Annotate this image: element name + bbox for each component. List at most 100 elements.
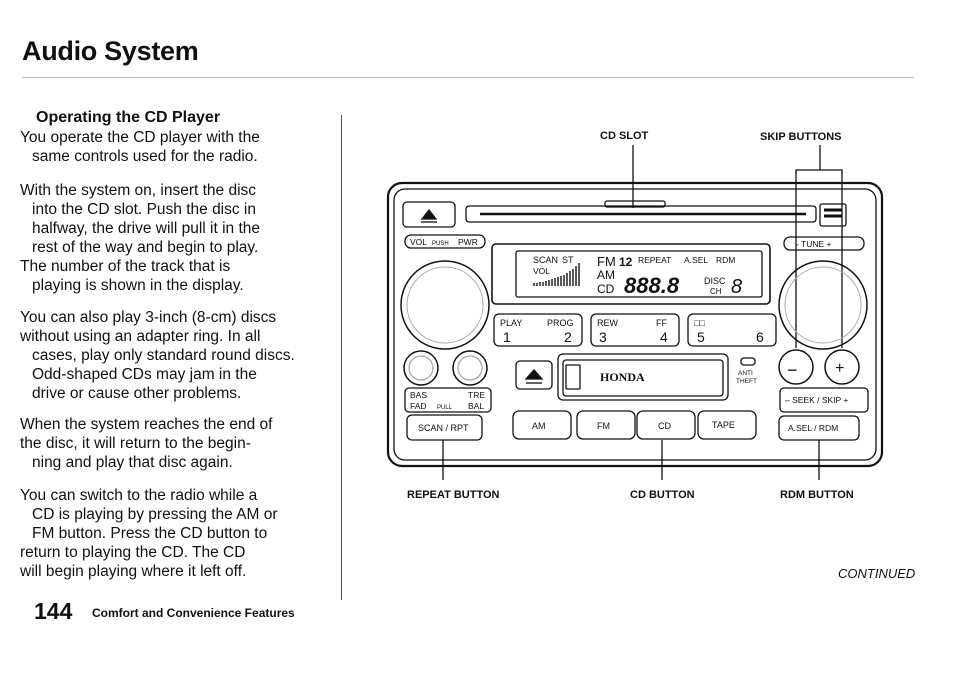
skip-plus-button — [824, 349, 860, 385]
display-cd: CD — [597, 282, 615, 296]
text-line: return to playing the CD. The CD — [20, 544, 246, 561]
preset-number: 4 — [660, 329, 668, 345]
asel-rdm-label: A.SEL / RDM — [788, 423, 838, 433]
fad-label: FAD — [410, 401, 427, 411]
honda-logo-text: HONDA — [600, 370, 645, 384]
display-am: AM — [597, 268, 615, 282]
preset-label: PROG — [547, 318, 574, 328]
callout-rdm-button: RDM BUTTON — [780, 489, 854, 501]
paragraph-1: You operate the CD player with the same … — [20, 128, 332, 166]
preset-label: REW — [597, 318, 619, 328]
preset-label: □□ — [694, 318, 705, 328]
display-scan: SCAN — [533, 255, 558, 265]
skip-minus-symbol: − — [787, 360, 798, 380]
display-window — [515, 250, 763, 298]
text-line: With the system on, insert the disc — [20, 182, 257, 199]
display-repeat: REPEAT — [638, 255, 671, 265]
title-rule — [22, 77, 914, 78]
skip-plus-symbol: + — [835, 360, 844, 377]
radio-outer-bezel — [386, 181, 884, 468]
text-line: CD is playing by pressing the AM or — [32, 506, 278, 523]
am-button — [512, 410, 572, 440]
radio-illustration: VOL PUSH PWR - TUNE + SCAN ST FM 12 REPE… — [386, 145, 884, 480]
tune-label: - TUNE + — [796, 239, 832, 249]
display-frequency: 888.8 — [624, 273, 680, 298]
text-line: halfway, the drive will pull it in the — [32, 220, 261, 237]
cd-label: CD — [658, 421, 671, 431]
vol-push-pwr-frame — [404, 234, 486, 249]
paragraph-4: When the system reaches the end of the d… — [20, 415, 332, 472]
eject-icon — [524, 369, 544, 380]
treble-balance-knob — [452, 350, 488, 386]
paragraph-2: With the system on, insert the disc into… — [20, 181, 332, 295]
text-line: will begin playing where it left off. — [20, 563, 247, 580]
text-line: into the CD slot. Push the disc in — [32, 201, 257, 218]
callout-line-skip-left — [795, 145, 821, 348]
callout-skip-buttons: SKIP BUTTONS — [760, 131, 842, 143]
cd-slot — [465, 205, 817, 223]
text-line: You operate the CD player with the — [20, 129, 260, 146]
vol-label: VOL — [410, 237, 427, 247]
tape-button — [697, 410, 757, 440]
callout-cd-slot: CD SLOT — [600, 130, 649, 142]
paragraph-5: You can switch to the radio while a CD i… — [20, 486, 332, 581]
callout-cd-button: CD BUTTON — [630, 489, 695, 501]
tape-eject-button — [515, 360, 553, 390]
footer-section-name: Comfort and Convenience Features — [92, 606, 295, 620]
tune-frame — [783, 236, 865, 251]
text-line: playing is shown in the display. — [32, 277, 244, 294]
preset-button-3-4 — [590, 313, 680, 347]
preset-number: 5 — [697, 329, 705, 345]
display-disc-number: 8 — [731, 276, 742, 298]
preset-number: 1 — [503, 329, 511, 345]
cassette-door — [557, 353, 729, 401]
seek-skip-label: – SEEK / SKIP + — [785, 395, 848, 405]
asel-rdm-button — [778, 415, 860, 441]
callout-line-skip-right — [820, 169, 843, 348]
paragraph-3: You can also play 3-inch (8-cm) discs wi… — [20, 308, 332, 403]
cd-slot-notch — [604, 200, 666, 208]
preset-number: 2 — [564, 329, 572, 345]
column-divider — [341, 115, 342, 600]
text-line: When the system reaches the end of — [20, 416, 273, 433]
text-line: The number of the track that is — [20, 258, 231, 275]
preset-number: 6 — [756, 329, 764, 345]
scan-rpt-button — [406, 414, 483, 441]
display-ch: CH — [710, 287, 722, 296]
volume-knob — [400, 260, 490, 350]
text-line: drive or cause other problems. — [32, 385, 242, 402]
callout-repeat-button: REPEAT BUTTON — [407, 489, 500, 501]
display-st: ST — [562, 255, 574, 265]
cassette-window — [565, 364, 581, 390]
anti-theft-label: ANTI — [738, 370, 753, 377]
tune-knob — [778, 260, 868, 350]
page-title: Audio System — [22, 36, 199, 66]
display-vol: VOL — [533, 266, 550, 276]
skip-minus-button — [778, 349, 814, 385]
push-label: PUSH — [432, 241, 449, 247]
bass-fader-knob — [403, 350, 439, 386]
anti-theft-led — [740, 357, 756, 366]
page-number: 144 — [34, 598, 73, 624]
text-line: the disc, it will return to the begin- — [20, 435, 251, 452]
preset-label: PLAY — [500, 318, 522, 328]
tape-label: TAPE — [712, 420, 735, 430]
text-line: rest of the way and begin to play. — [32, 239, 259, 256]
text-line: You can switch to the radio while a — [20, 487, 258, 504]
text-line: Odd-shaped CDs may jam in the — [32, 366, 257, 383]
display-rdm: RDM — [716, 255, 735, 265]
volume-level-bars — [533, 263, 580, 286]
text-line: FM button. Press the CD button to — [32, 525, 268, 542]
cd-eject-button-frame — [402, 201, 456, 228]
eject-icon — [420, 208, 438, 220]
tre-label: TRE — [468, 390, 485, 400]
display-asel: A.SEL — [684, 255, 708, 265]
bass-treble-frame — [404, 387, 492, 413]
preset-button-5-6 — [687, 313, 777, 347]
bas-label: BAS — [410, 390, 427, 400]
display-fm: FM — [597, 254, 616, 269]
radio-inner-bezel — [393, 188, 877, 461]
preset-button-1-2 — [493, 313, 583, 347]
preset-label: FF — [656, 318, 667, 328]
continued-label: CONTINUED — [838, 566, 916, 581]
